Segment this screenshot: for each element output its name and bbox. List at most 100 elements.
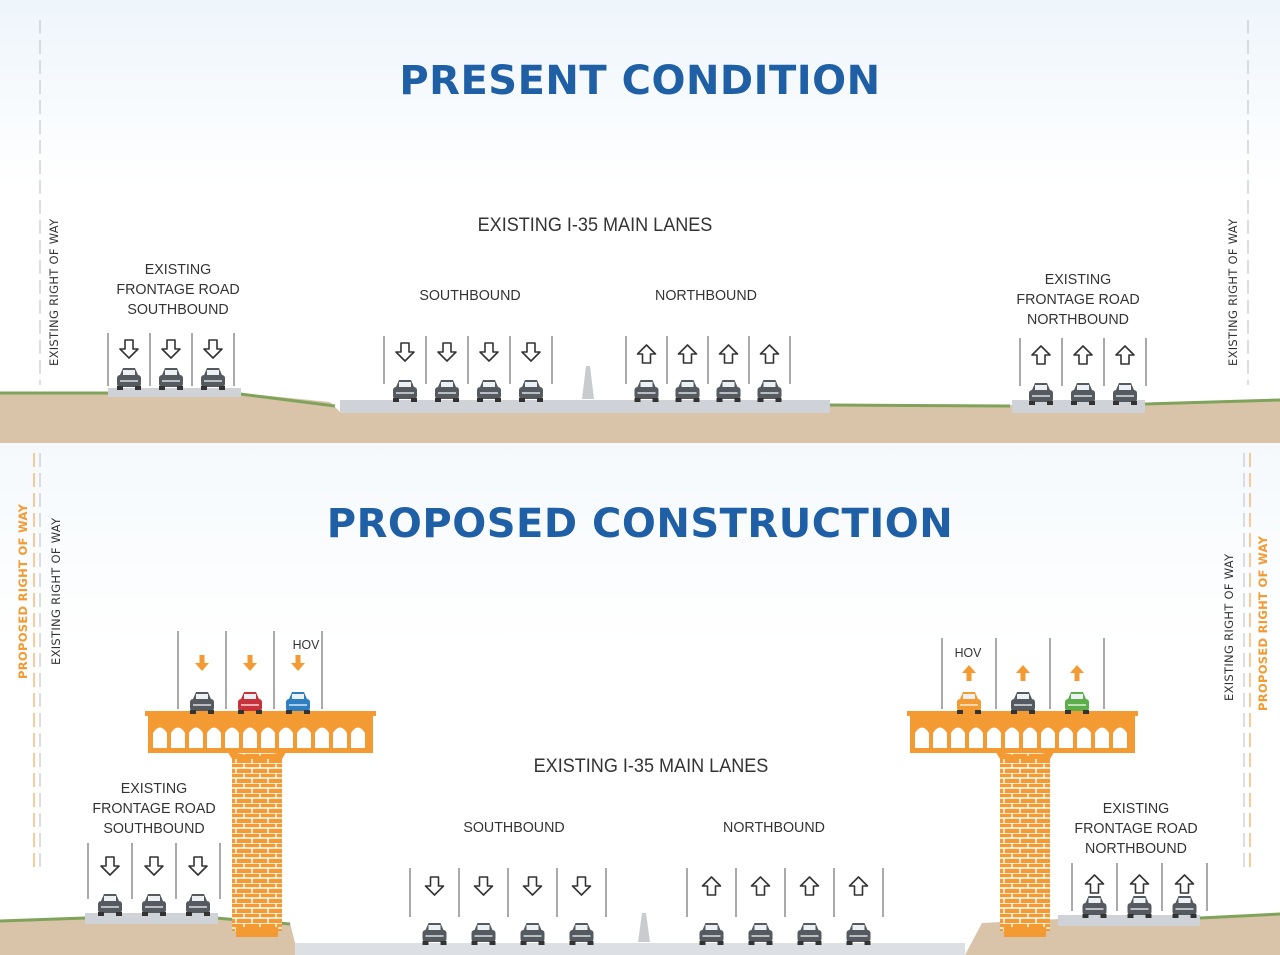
car-icon [422,923,447,945]
deck-arch [279,727,293,748]
deck-arch [225,727,239,748]
frontage-nb-line-1: EXISTING [1044,271,1112,288]
car-icon [699,923,724,945]
car-icon [716,380,741,402]
proposed-construction-title: PROPOSED CONSTRUCTION [326,501,954,547]
median-barrier [582,366,594,399]
arrow-down-icon [291,655,305,671]
frontage-sb-line-2: FRONTAGE ROAD [116,281,240,298]
arrow-down-icon [144,856,164,876]
arrow-down-icon [473,876,494,896]
car-icon [957,692,981,714]
deck-arch [315,727,329,748]
arrow-down-icon [100,856,120,876]
existing-row-label-left: EXISTING RIGHT OF WAY [47,218,61,366]
frontage-nb-label: EXISTING FRONTAGE ROAD NORTHBOUND [1060,799,1212,859]
arrow-down-icon [395,342,415,362]
hov-label-left: HOV [292,637,320,652]
deck-arch [915,727,929,748]
deck-arch [333,727,347,748]
existing-row-label-right: EXISTING RIGHT OF WAY [1222,553,1236,701]
car-icon [675,380,700,402]
hov-label-right: HOV [954,645,982,660]
car-icon [569,923,594,945]
arrow-down-icon [424,876,445,896]
frontage-nb-label: EXISTING FRONTAGE ROAD NORTHBOUND [1002,270,1154,330]
arrow-up-icon [1084,874,1105,894]
arrow-up-icon [1070,665,1084,681]
arrow-down-icon [521,342,541,362]
arrow-up-icon [759,344,780,364]
arrow-down-icon [203,339,223,359]
deck-arch [261,727,275,748]
deck-arch [351,727,365,748]
proposed-construction-art [0,453,1280,955]
car-icon [186,894,210,916]
car-icon [159,368,183,390]
car-icon [1113,383,1137,405]
car-icon [471,923,496,945]
arrow-down-icon [437,342,457,362]
arrow-up-icon [848,876,869,896]
main-lanes-pavement [340,400,830,413]
arrow-up-icon [1174,874,1195,894]
frontage-sb-pavement [108,388,241,397]
deck-arch [189,727,203,748]
car-icon [238,692,262,714]
left-elevated-structure [145,711,376,937]
arrow-down-icon [188,856,208,876]
car-icon [98,894,122,916]
car-icon [1071,383,1095,405]
frontage-sb-pavement [85,913,218,924]
car-icon [519,380,543,402]
frontage-nb-line-2: FRONTAGE ROAD [1074,820,1198,837]
frontage-sb-line-2: FRONTAGE ROAD [92,800,216,817]
arrow-down-icon [161,339,181,359]
main-lanes-label: EXISTING I-35 MAIN LANES [533,756,769,777]
frontage-sb-line-3: SOUTHBOUND [103,820,205,837]
car-icon [393,380,417,402]
deck-arch [1077,727,1091,748]
arrow-down-icon [479,342,499,362]
proposed-row-label-left: PROPOSED RIGHT OF WAY [16,503,30,679]
arrow-up-icon [962,665,976,681]
deck-arch [297,727,311,748]
car-icon [520,923,545,945]
arrow-down-icon [522,876,543,896]
car-icon [142,894,166,916]
frontage-sb-label: EXISTING FRONTAGE ROAD SOUTHBOUND [102,260,254,320]
car-icon [757,380,782,402]
arrow-up-icon [701,876,722,896]
present-condition-panel: PRESENT CONDITION EXISTING RIGHT OF WAY … [0,0,1280,443]
main-lanes-pavement [295,943,965,955]
arrow-up-icon [750,876,771,896]
arrow-down-icon [571,876,592,896]
car-icon [748,923,773,945]
southbound-label: SOUTHBOUND [419,287,521,304]
present-condition-title: PRESENT CONDITION [399,58,881,104]
frontage-sb-line-1: EXISTING [120,780,188,797]
northbound-label: NORTHBOUND [655,287,757,304]
arrow-down-icon [119,339,139,359]
frontage-nb-line-3: NORTHBOUND [1085,840,1187,857]
car-icon [1029,383,1053,405]
car-icon [1172,896,1197,918]
deck-arch [933,727,947,748]
deck-arch [243,727,257,748]
deck-arch [969,727,983,748]
arrow-up-icon [799,876,820,896]
arrow-up-icon [677,344,698,364]
car-icon [201,368,225,390]
main-lanes-label: EXISTING I-35 MAIN LANES [477,215,713,236]
car-icon [1011,692,1035,714]
deck-arch [1113,727,1127,748]
arrow-down-icon [243,655,257,671]
present-condition-art [0,20,1280,443]
existing-row-label-left: EXISTING RIGHT OF WAY [49,517,63,665]
frontage-sb-label: EXISTING FRONTAGE ROAD SOUTHBOUND [78,779,230,839]
proposed-construction-panel: PROPOSED CONSTRUCTION PROPOSED RIGHT OF … [0,443,1280,955]
arrow-up-icon [718,344,739,364]
deck-arch [951,727,965,748]
median-barrier [638,913,650,942]
deck-arch [1023,727,1037,748]
